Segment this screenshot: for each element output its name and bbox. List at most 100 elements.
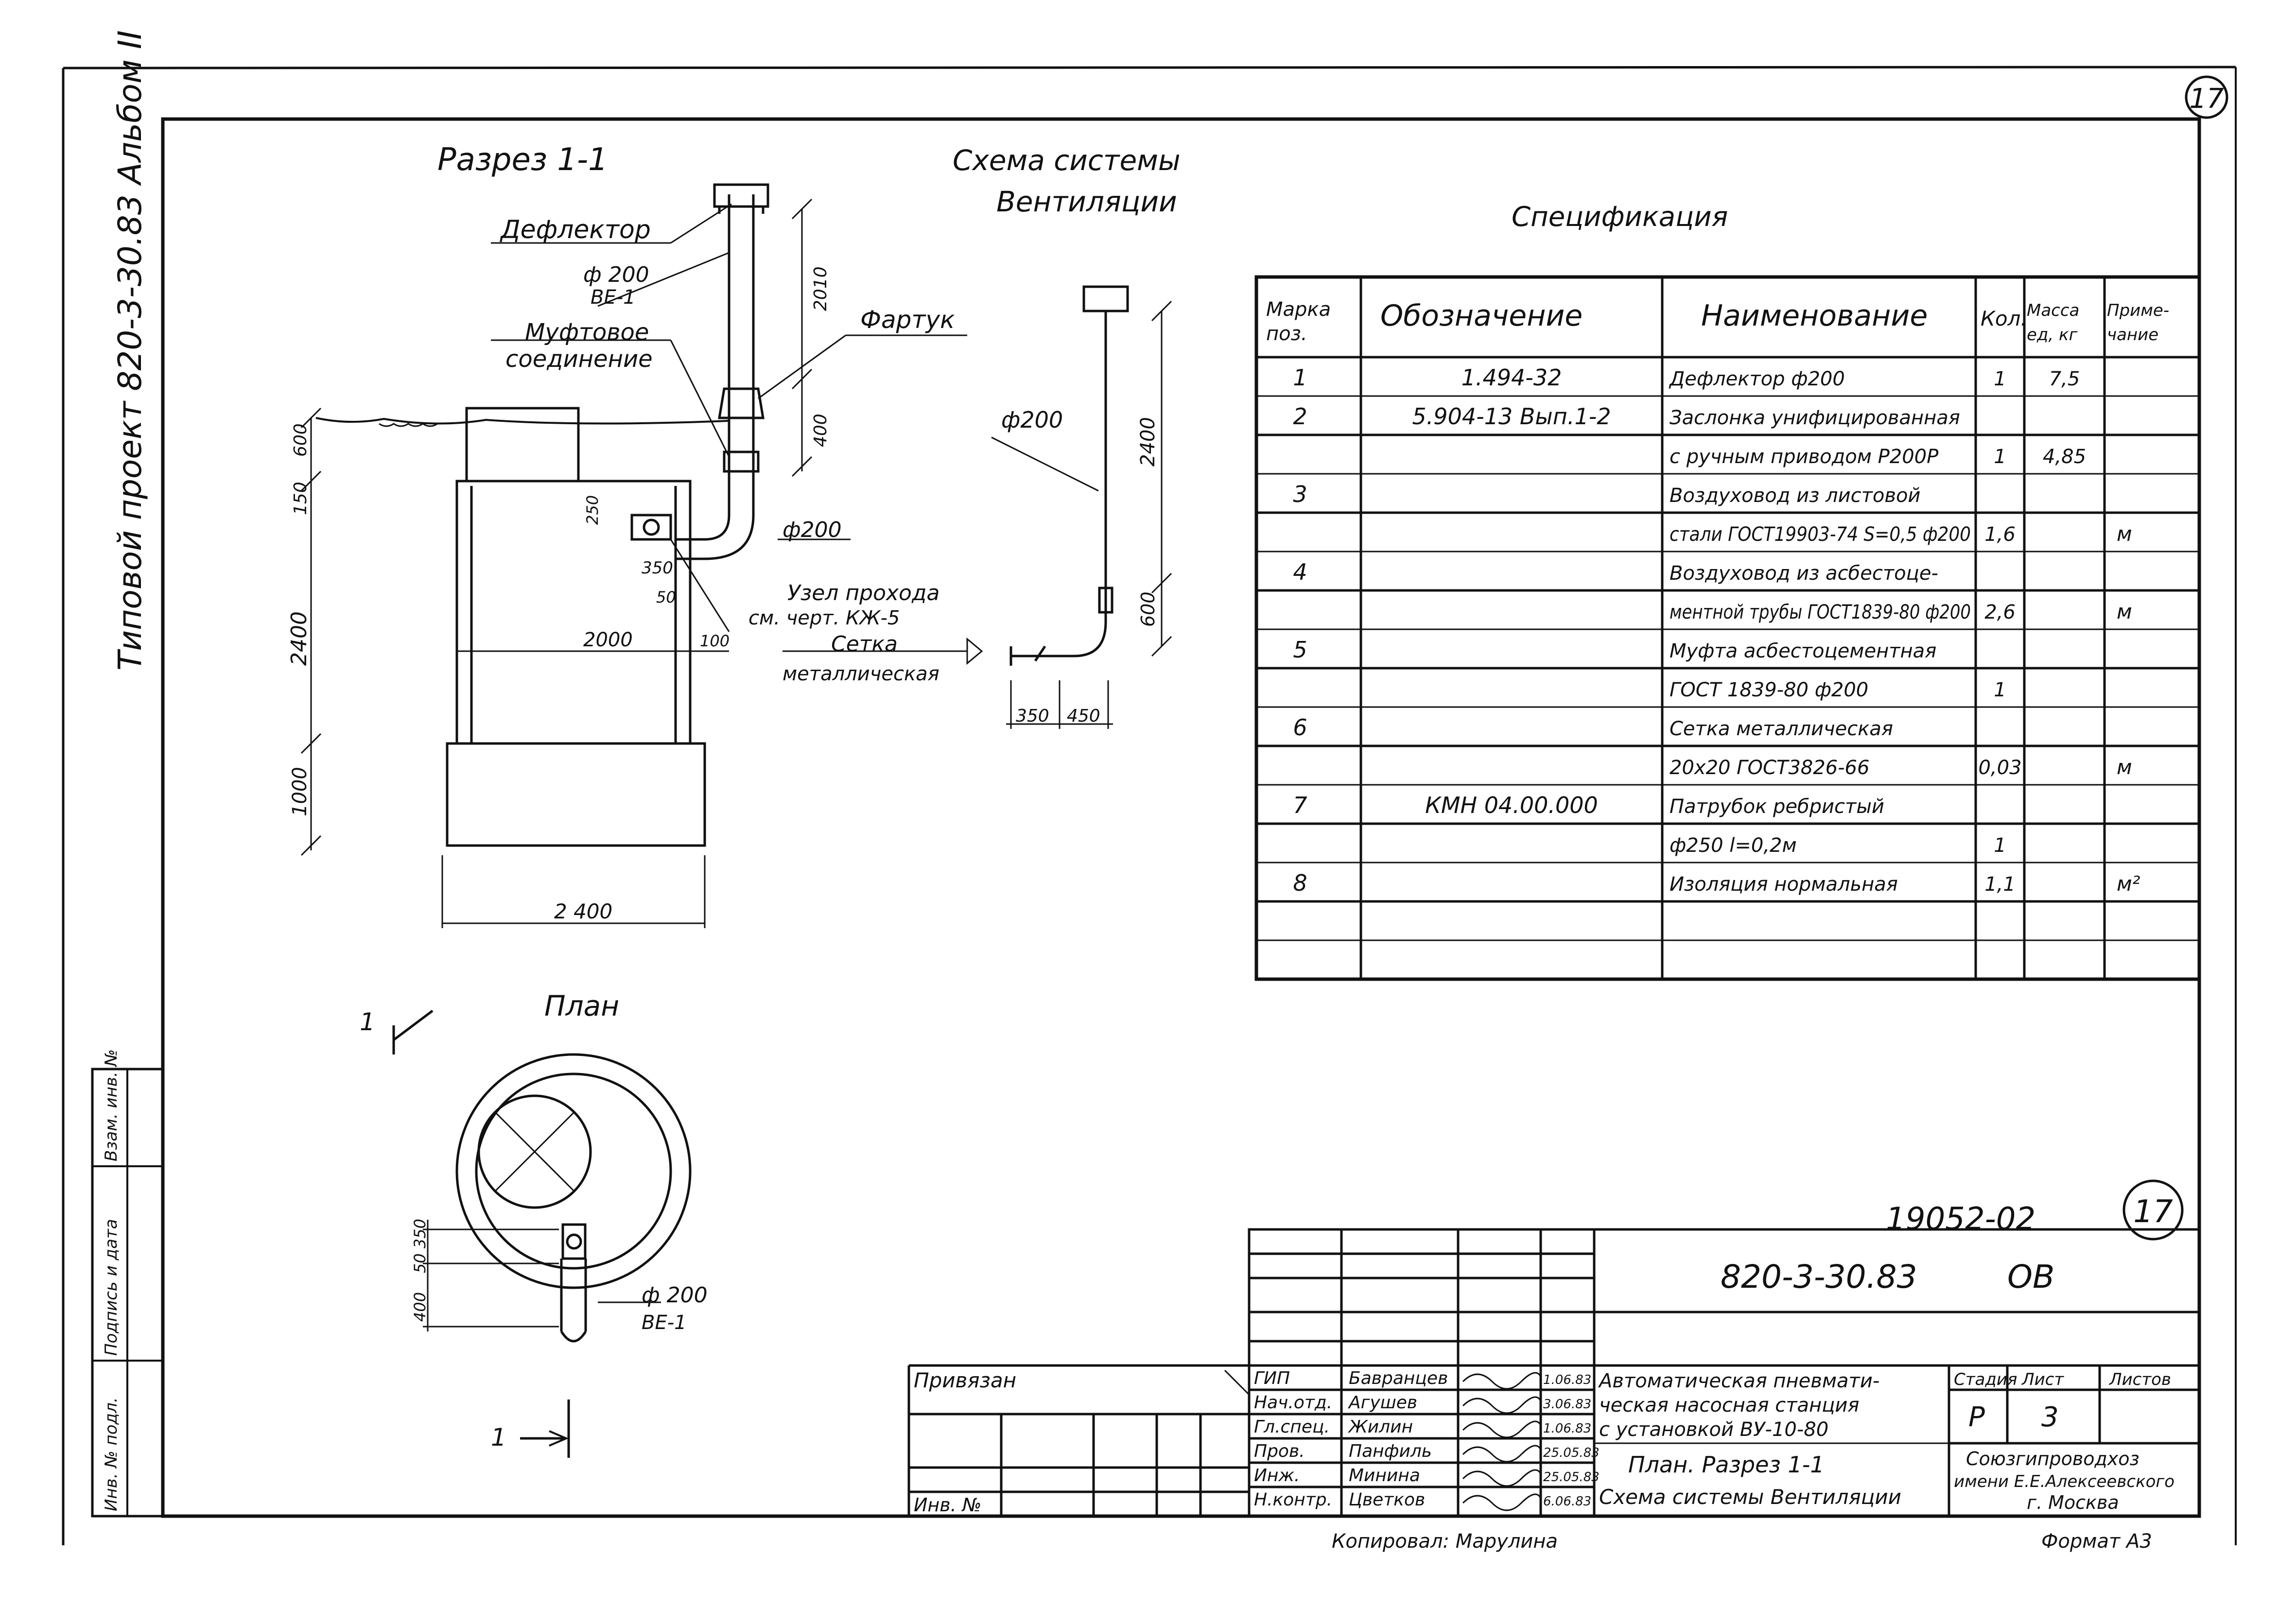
spec-name: стали ГОСТ19903-74 S=0,5 ф200 — [1670, 523, 1971, 546]
spec-name: Патрубок ребристый — [1670, 795, 1884, 818]
spec-pos: 1 — [1293, 364, 1307, 391]
role-title: ГИП — [1254, 1368, 1290, 1388]
dim-350: 350 — [642, 558, 673, 578]
spec-pos: 5 — [1293, 637, 1307, 663]
role-name: Жилин — [1348, 1417, 1413, 1437]
spec-pos: 8 — [1293, 870, 1307, 896]
label-coupling-1: Муфтовое — [525, 319, 649, 346]
dim-2400-bottom: 2 400 — [554, 899, 612, 923]
spec-name: с ручным приводом Р200Р — [1670, 446, 1939, 468]
label-apron: Фартук — [860, 306, 955, 334]
plan-title: План — [544, 989, 619, 1022]
plan-dim-50-350: 50 350 — [411, 1219, 429, 1273]
spec-name: Дефлектор ф200 — [1669, 368, 1845, 390]
spec-pos: 2 — [1293, 403, 1307, 430]
role-title: Н.контр. — [1254, 1490, 1332, 1510]
plan-cut-marker-top: 1 — [360, 1008, 375, 1036]
signature-scribble — [1462, 1396, 1542, 1414]
spec-title: Спецификация — [1512, 201, 1728, 233]
stage-value: Р — [1968, 1401, 1985, 1433]
plan-cut-marker-bottom: 1 — [491, 1423, 506, 1451]
label-deflector: Дефлектор — [500, 215, 651, 244]
side-title: Типовой проект 820-3-30.83 Альбом II — [111, 30, 149, 671]
project-line-3: с установкой ВУ-10-80 — [1599, 1418, 1828, 1441]
spec-note: м² — [2117, 872, 2140, 896]
dim-2000: 2000 — [583, 629, 633, 651]
format: Формат А3 — [2041, 1530, 2152, 1553]
sheets-header: Листов — [2108, 1370, 2171, 1389]
scheme-dim-2400: 2400 — [1137, 417, 1159, 467]
project-line-1: Автоматическая пневмати- — [1598, 1370, 1879, 1392]
scheme-dim-600: 600 — [1137, 591, 1159, 627]
spec-header-2: Наименование — [1701, 299, 1928, 333]
plan-dim-400: 400 — [411, 1292, 429, 1322]
dim-100: 100 — [700, 632, 730, 650]
spec-note: м — [2117, 600, 2132, 623]
spec-pos: 3 — [1293, 481, 1307, 507]
label-passage-2: см. черт. КЖ-5 — [748, 607, 900, 629]
spec-header-3: Кол. — [1981, 307, 2027, 330]
dim-600: 600 — [291, 423, 311, 457]
dim-1000: 1000 — [289, 767, 311, 816]
role-date: 6.06.83 — [1543, 1494, 1591, 1509]
dim-2010: 2010 — [811, 266, 831, 311]
spec-name: Воздуховод из листовой — [1670, 484, 1920, 507]
role-date: 3.06.83 — [1543, 1397, 1591, 1412]
spec-qty: 1 — [1994, 446, 2006, 468]
scheme-dim-450: 450 — [1067, 706, 1100, 726]
spec-name: Изоляция нормальная — [1670, 873, 1898, 896]
spec-note: м — [2117, 755, 2132, 779]
label-passage-1: Узел прохода — [787, 581, 939, 605]
role-date: 1.06.83 — [1543, 1421, 1591, 1436]
spec-name: 20х20 ГОСТ3826-66 — [1670, 757, 1869, 779]
project-line-2: ческая насосная станция — [1599, 1394, 1860, 1417]
spec-note: м — [2117, 522, 2132, 546]
spec-designation: КМН 04.00.000 — [1425, 792, 1598, 818]
spec-qty: 1,1 — [1984, 873, 2016, 896]
spec-name: ГОСТ 1839-80 ф200 — [1670, 679, 1868, 701]
label-mesh-2: металлическая — [783, 663, 939, 685]
copied-by: Копировал: Марулина — [1332, 1530, 1558, 1553]
stamp-inv-podl: Инв. № подл. — [102, 1397, 121, 1511]
scheme-phi200: ф200 — [1001, 407, 1063, 433]
archive-number: 19052-02 — [1886, 1201, 2035, 1237]
sheet-name-2: Схема системы Вентиляции — [1599, 1485, 1901, 1509]
label-coupling-2: соединение — [505, 346, 653, 373]
signature-scribble — [1462, 1469, 1542, 1487]
sheet-name-1: План. Разрез 1-1 — [1628, 1451, 1825, 1478]
spec-name: Заслонка унифицированная — [1670, 407, 1960, 429]
plan-phi200: ф 200 — [642, 1283, 708, 1308]
bound-label: Привязан — [914, 1368, 1016, 1392]
dim-2400: 2400 — [287, 611, 312, 666]
project-code: 820-3-30.83 — [1721, 1258, 1917, 1296]
ventilation-scheme: Схема системы Вентиляции ф200 2400 600 3… — [953, 144, 1181, 729]
spec-mass: 4,85 — [2043, 446, 2086, 468]
spec-qty: 0,03 — [1978, 757, 2021, 779]
spec-name: Муфта асбестоцементная — [1670, 640, 1936, 662]
role-date: 25.05.83 — [1543, 1470, 1600, 1485]
svg-text:17: 17 — [2189, 83, 2224, 115]
section-title: Разрез 1-1 — [437, 142, 608, 178]
stamp-vzam: Взам. инв. № — [102, 1049, 121, 1161]
plan-view: План 1 1 ф 200 ВЕ-1 50 350 — [360, 989, 708, 1458]
spec-header-5: Приме-чание — [2107, 301, 2169, 345]
label-mesh-1: Сетка — [831, 632, 898, 657]
scheme-title-1: Схема системы — [953, 144, 1181, 177]
spec-name: ф250 l=0,2м — [1670, 834, 1797, 857]
stamp-sign-date: Подпись и дата — [102, 1219, 121, 1356]
role-name: Панфиль — [1349, 1441, 1432, 1461]
signature-scribble — [1462, 1420, 1542, 1438]
signature-scribble — [1462, 1445, 1542, 1463]
role-date: 1.06.83 — [1543, 1373, 1591, 1387]
scheme-title-2: Вентиляции — [996, 185, 1177, 218]
spec-qty: 1 — [1994, 834, 2006, 857]
label-phi200-right: ф200 — [783, 518, 842, 542]
dim-50: 50 — [656, 588, 676, 606]
spec-designation: 1.494-32 — [1461, 364, 1562, 391]
org-line-3: г. Москва — [2027, 1492, 2119, 1513]
role-title: Нач.отд. — [1254, 1393, 1332, 1413]
